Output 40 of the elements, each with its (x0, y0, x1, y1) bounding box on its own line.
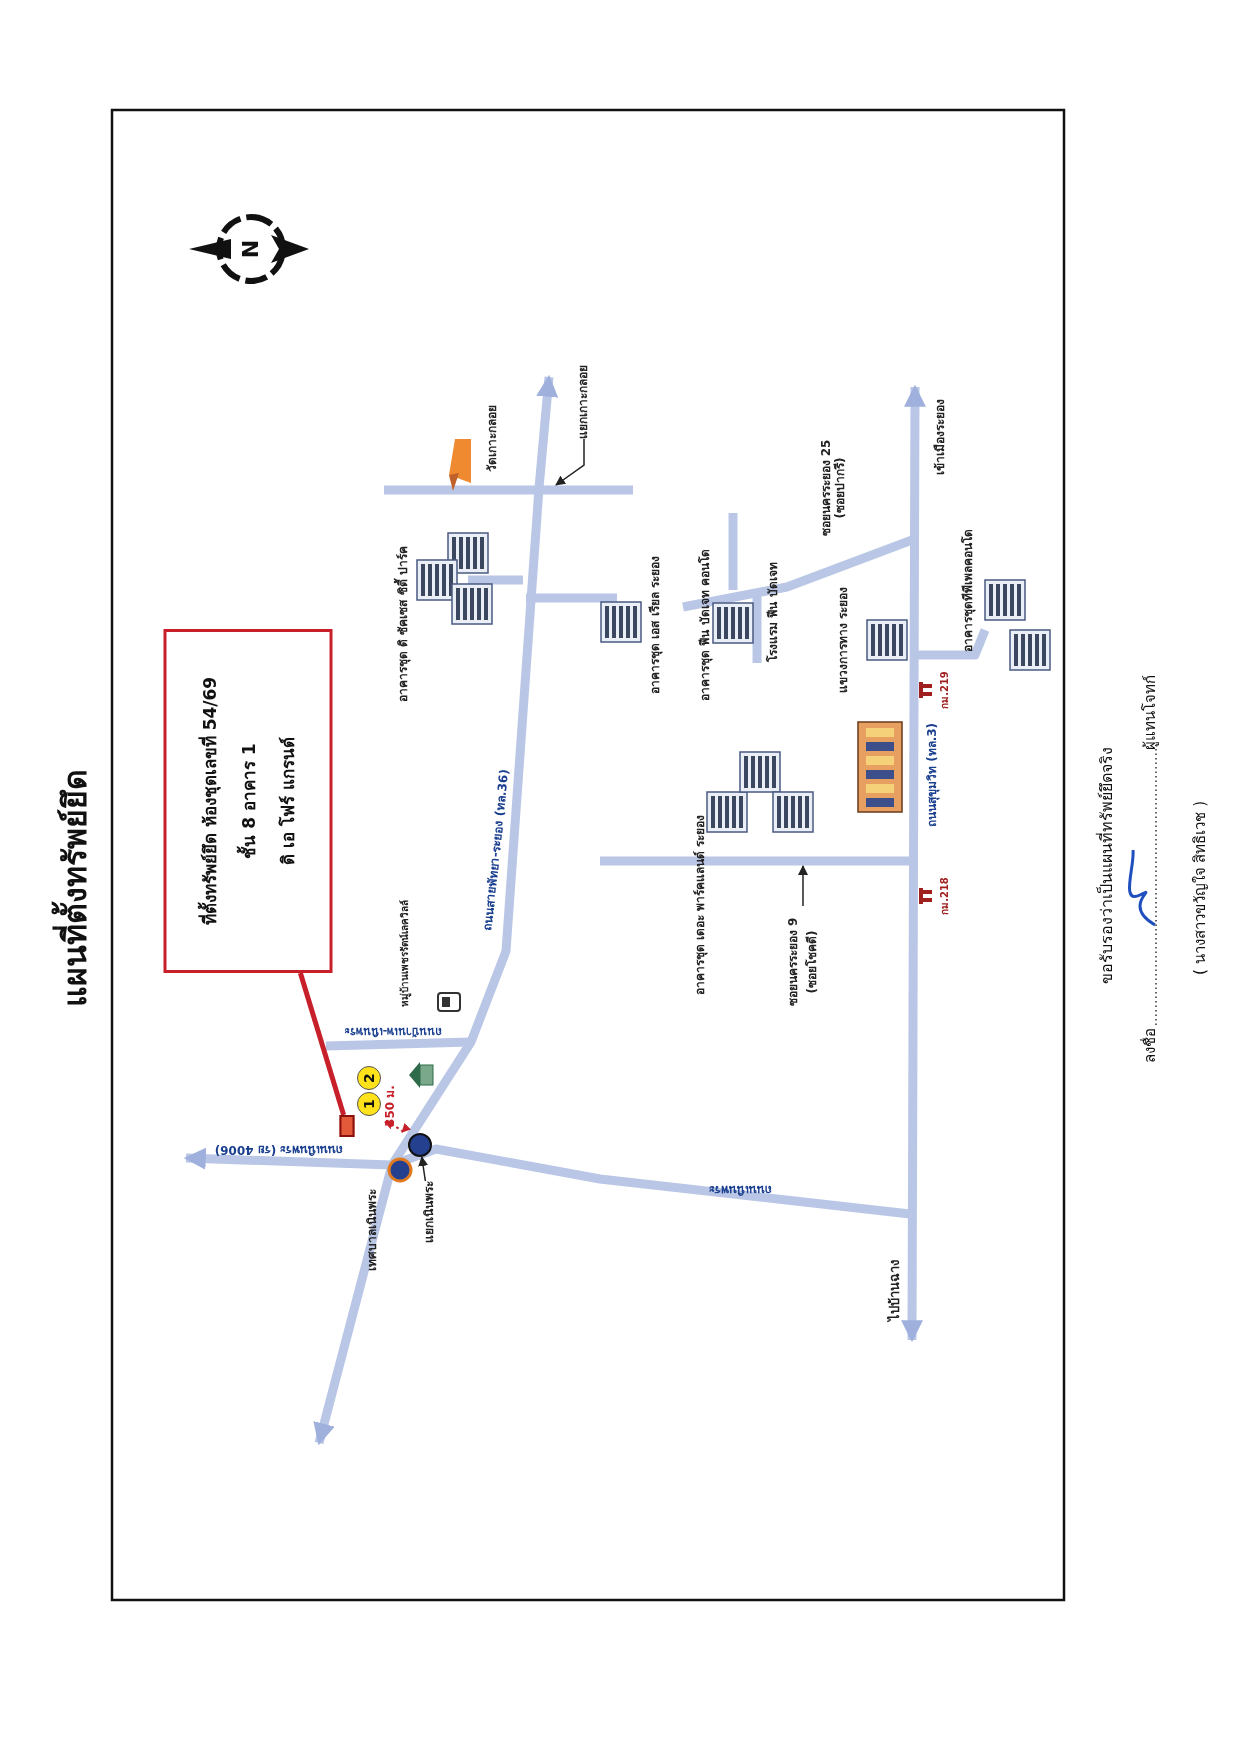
road-label: ถนนสายพัทยา-ระยอง (ทล.36) (480, 768, 512, 932)
leader-line (798, 865, 808, 907)
signer-name: ( นางสาวขวัญใจ สิทธิเวช ) (1191, 801, 1209, 975)
callout-text: ที่ตั้งทรัพย์ยึด ห้องชุดเลขที่ 54/69 (196, 675, 222, 928)
place-label: แขวงการทาง ระยอง (835, 586, 851, 694)
road (384, 485, 633, 495)
km-label: กม.219 (939, 671, 951, 709)
property-marker (339, 1115, 355, 1137)
place-label: อาคารชุดทีพีเพลคอนโด (960, 528, 976, 652)
place-label: อาคารชุด เดอะ พาร์คแลนด์ ระยอง (692, 814, 708, 996)
place-label: อาคารชุด เอส เรียล ระยอง (647, 556, 663, 694)
callout-number: 2 (357, 1066, 381, 1090)
certification-text: ขอรับรองว่าเป็นแผนที่ทรัพย์ยึดจริง (1097, 746, 1117, 984)
place-label: แยกเนินพระ (420, 1181, 440, 1243)
road-label: ถนนเนินพระ (รย 4006) (214, 1142, 344, 1158)
place-label: ซอยนครระยอง 25 (ซอยปากรี) (818, 438, 848, 539)
place-label: หมู่บ้านเพชรรัตน์เลควิลล์ (399, 899, 411, 1007)
place-label: อาคารชุด ดิ ซัคเซส ซิตี้ ปาร์ค (395, 546, 411, 702)
compass-letter: N (237, 239, 264, 259)
place-label: โรงแรม ฟีน บัดเจท (765, 562, 781, 662)
roundabout-marker (408, 1133, 432, 1157)
place-label: อาคารชุด ฟีน บัดเจท คอนโด (697, 549, 713, 701)
place-label: เข้าเมืองระยอง (932, 399, 948, 475)
leader-line (418, 1156, 429, 1182)
callout-text: ดิ เอ โฟร์ แกรนด์ (276, 736, 299, 867)
km-label: กม.218 (939, 877, 951, 915)
road-label: ถนนบ้านเพ-เนินพระ (343, 1024, 443, 1038)
signature-label: ลงชื่อ (1141, 1027, 1159, 1063)
place-label: ไปบ้านฉาง (887, 1259, 903, 1321)
road-label: ถนนสุขุมวิท (ทล.3) (924, 722, 940, 828)
callout-number: 1 (357, 1092, 381, 1116)
place-label: แยกเกาะกลอย (574, 365, 594, 439)
leader-line (555, 438, 585, 486)
place-label: วัดเกาะกลอย (484, 404, 500, 472)
signature-label: ผู้แทนโจทก์ (1141, 674, 1159, 750)
place-label: ซอยนครระยอง 9 (ซอยโชคดี) (783, 906, 823, 1018)
callout-text: ชั้น 8 อาคาร 1 (235, 742, 260, 861)
callout-box (163, 629, 333, 973)
place-label: เทศบาลเนินพระ (364, 1189, 380, 1271)
road-label: ถนนเนินพระ (708, 1182, 772, 1198)
